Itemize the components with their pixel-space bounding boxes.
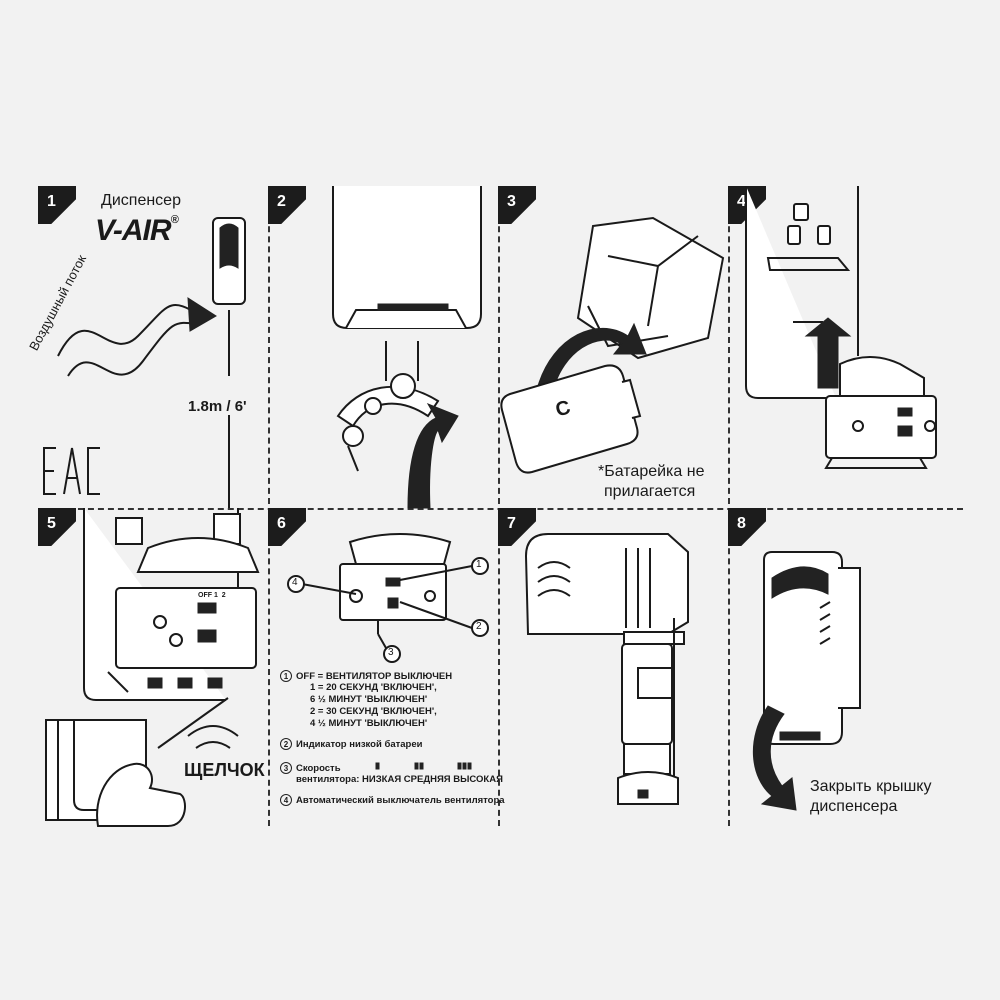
- callout-1: 1: [476, 559, 482, 570]
- legend-item-1-line3: 6 ½ МИНУТ 'ВЫКЛЮЧЕН': [310, 694, 428, 705]
- close-cover-caption-line1: Закрыть крышку: [810, 778, 932, 795]
- dispenser-illustration: [43, 217, 246, 508]
- module-click-illustration: [45, 508, 260, 827]
- legend-item-3-line2: вентилятора: НИЗКАЯ СРЕДНЯЯ ВЫСОКАЯ: [296, 774, 503, 785]
- step-5-panel: 5 OFF 1 2 ЩЕЛЧОК: [38, 508, 268, 827]
- step-4-panel: 4: [728, 186, 963, 508]
- step-2-panel: 2: [268, 186, 498, 509]
- refill-installation-illustration: [524, 533, 689, 805]
- step-7-panel: 7: [498, 508, 728, 826]
- battery-icon: [500, 364, 642, 474]
- column-divider-1: [268, 186, 270, 826]
- step-1-panel: 1 Диспенсер V-AIR® Воздушный поток 1.8m …: [26, 186, 268, 508]
- battery-note-line1: *Батарейка не: [598, 463, 705, 480]
- module-controls-illustration: [287, 533, 489, 663]
- close-cover-caption-line2: диспенсера: [810, 798, 898, 815]
- legend-item-1-line4: 2 = 30 СЕКУНД 'ВКЛЮЧЕН',: [310, 706, 437, 717]
- legend-item-1-line5: 4 ½ МИНУТ 'ВЫКЛЮЧЕН': [310, 718, 428, 729]
- module-insertion-illustration: [745, 186, 937, 469]
- step-3-panel: 3 C *Батарейка не прилагается: [498, 186, 728, 508]
- dispenser-title: Диспенсер: [101, 192, 181, 209]
- close-cover-illustration: [752, 551, 861, 811]
- callout-2: 2: [476, 621, 482, 632]
- hand-icon: [96, 762, 186, 827]
- module-switch-label: OFF 1 2: [198, 592, 226, 599]
- legend-item-1-line2: 1 = 20 СЕКУНД 'ВКЛЮЧЕН',: [310, 682, 437, 693]
- brand-logo: V-AIR®: [95, 214, 179, 247]
- registered-mark: ®: [170, 214, 179, 226]
- sound-wave-icon: [187, 725, 239, 749]
- callout-3: 3: [388, 647, 394, 658]
- column-divider-2: [498, 186, 500, 826]
- column-divider-3: [728, 186, 730, 826]
- eac-icon: [43, 447, 100, 495]
- dispenser-bottom-illustration: [332, 186, 482, 509]
- step-8-panel: 8 Закрыть крышку диспенсера: [728, 508, 963, 826]
- fan-speed-marks: [375, 762, 472, 770]
- battery-note-line2: прилагается: [604, 483, 696, 500]
- battery-insertion-illustration: [500, 216, 725, 474]
- down-arrow-icon: [752, 705, 797, 811]
- mount-height-label: 1.8m / 6': [188, 398, 247, 415]
- curved-arrow-icon: [407, 403, 459, 509]
- click-label: ЩЕЛЧОК: [184, 760, 265, 780]
- callout-4: 4: [292, 577, 298, 588]
